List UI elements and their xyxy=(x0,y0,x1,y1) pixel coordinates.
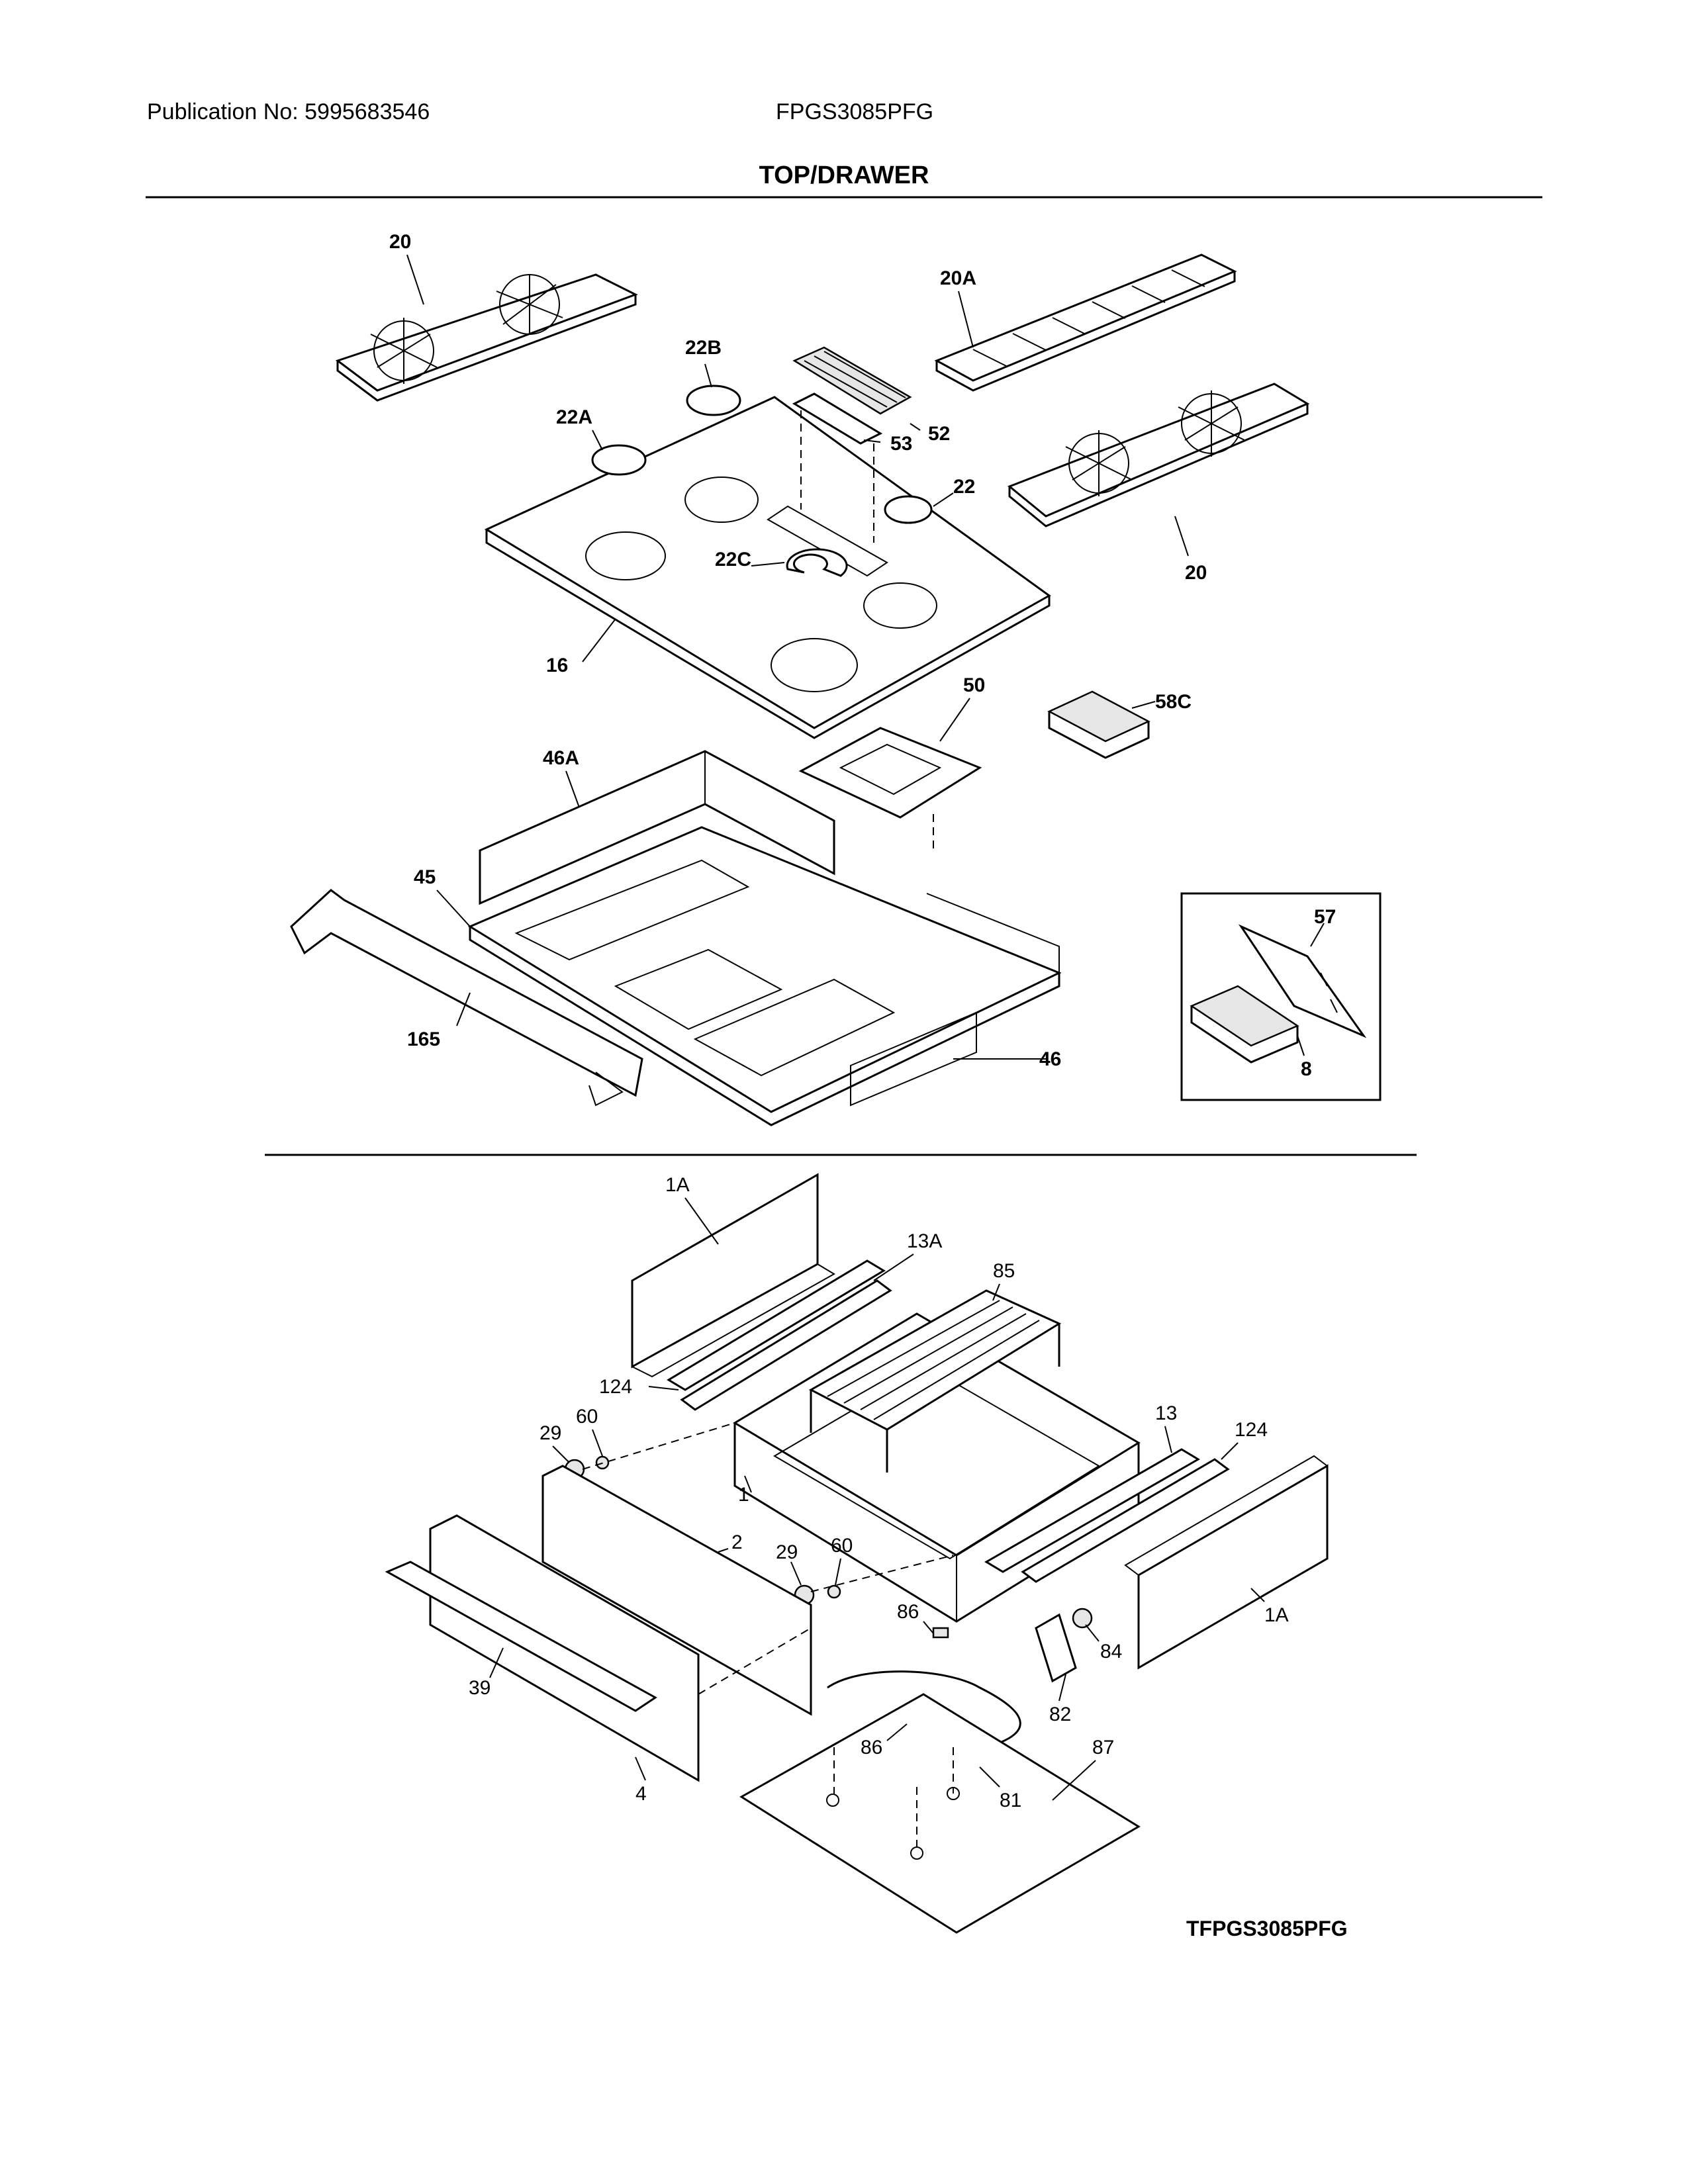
callout-top-9: 16 xyxy=(546,655,568,676)
callout-bottom-4: 29 xyxy=(539,1422,561,1444)
callout-bottom-7: 124 xyxy=(1235,1419,1268,1441)
callout-bottom-12: 86 xyxy=(897,1601,919,1623)
publication-number: Publication No: 5995683546 xyxy=(147,99,430,124)
callout-top-0: 20 xyxy=(389,231,411,253)
burner-cap-22b xyxy=(686,385,741,416)
callout-top-5: 53 xyxy=(890,433,912,455)
callout-bottom-8: 1 xyxy=(738,1484,749,1506)
burner-cap-22a xyxy=(591,444,647,476)
clip-86-upper xyxy=(932,1627,949,1639)
callout-bottom-3: 124 xyxy=(599,1376,632,1398)
rack-85 xyxy=(808,1289,1062,1473)
callout-bottom-2: 85 xyxy=(993,1260,1015,1282)
bracket-82 xyxy=(1035,1613,1077,1683)
callout-bottom-20: 81 xyxy=(1000,1790,1021,1811)
griddle-52 xyxy=(792,346,912,415)
callout-top-1: 20A xyxy=(940,267,976,289)
callout-top-17: 8 xyxy=(1301,1058,1312,1080)
part-8-switch xyxy=(1190,985,1299,1064)
callout-top-14: 57 xyxy=(1314,906,1336,928)
callout-bottom-19: 4 xyxy=(635,1783,647,1805)
base-frame-46 xyxy=(467,826,1062,1126)
callout-bottom-18: 87 xyxy=(1092,1737,1114,1758)
burner-cap-22c xyxy=(786,548,848,577)
callout-top-13: 45 xyxy=(414,866,436,888)
slide-rail-13a xyxy=(667,1259,892,1411)
rail-165 xyxy=(290,889,643,1107)
callout-bottom-6: 13 xyxy=(1155,1402,1177,1424)
callout-bottom-5: 60 xyxy=(576,1406,598,1428)
callout-bottom-15: 39 xyxy=(469,1677,491,1699)
section-title: TOP/DRAWER xyxy=(759,161,929,189)
callout-top-4: 52 xyxy=(928,423,950,445)
cooktop-16 xyxy=(484,396,1051,739)
callout-bottom-1: 13A xyxy=(907,1230,942,1252)
callout-top-10: 50 xyxy=(963,674,985,696)
block-58c xyxy=(1047,690,1150,759)
part-57-plate xyxy=(1238,924,1367,1038)
slide-rail-13 xyxy=(984,1448,1230,1583)
burner-cap-22 xyxy=(884,495,933,524)
inset-box xyxy=(1180,892,1382,1101)
griddle-tray-53 xyxy=(792,392,883,445)
callout-bottom-17: 86 xyxy=(861,1737,882,1758)
callout-bottom-16: 82 xyxy=(1049,1704,1071,1725)
model-number: FPGS3085PFG xyxy=(776,99,934,124)
panel-46a xyxy=(479,750,835,905)
guides-bottom xyxy=(582,1422,954,1853)
callout-top-16: 46 xyxy=(1039,1048,1061,1070)
side-panel-1a-left xyxy=(631,1173,835,1378)
burner-box-50 xyxy=(798,727,982,819)
callout-bottom-14: 1A xyxy=(1264,1604,1289,1626)
grate-20-right xyxy=(1008,383,1310,527)
callout-top-15: 165 xyxy=(407,1028,440,1050)
callout-top-8: 20 xyxy=(1185,562,1207,584)
drawer-panel-2 xyxy=(541,1465,812,1716)
leaders-bottom xyxy=(489,1197,1265,1801)
knob-84 xyxy=(1072,1608,1093,1629)
handle-39 xyxy=(385,1561,657,1712)
callout-top-2: 22B xyxy=(685,337,722,359)
callout-top-11: 58C xyxy=(1155,691,1192,713)
side-panel-1a-right xyxy=(1124,1455,1329,1670)
callout-top-12: 46A xyxy=(543,747,579,769)
callout-bottom-0: 1A xyxy=(665,1174,690,1196)
screw-60-lower xyxy=(827,1584,841,1599)
grate-20a xyxy=(934,253,1237,392)
grate-20-left xyxy=(335,273,638,402)
callout-bottom-13: 84 xyxy=(1100,1641,1122,1662)
callout-top-6: 22 xyxy=(953,476,975,498)
callout-bottom-11: 60 xyxy=(831,1535,853,1557)
callout-bottom-10: 29 xyxy=(776,1541,798,1563)
callout-bottom-9: 2 xyxy=(731,1531,743,1553)
diagram-id: TFPGS3085PFG xyxy=(1186,1917,1348,1940)
drawer-bottom-87 xyxy=(739,1693,1141,1934)
callout-top-7: 22C xyxy=(715,549,751,570)
callout-top-3: 22A xyxy=(556,406,592,428)
leaders-top xyxy=(406,254,1325,1060)
